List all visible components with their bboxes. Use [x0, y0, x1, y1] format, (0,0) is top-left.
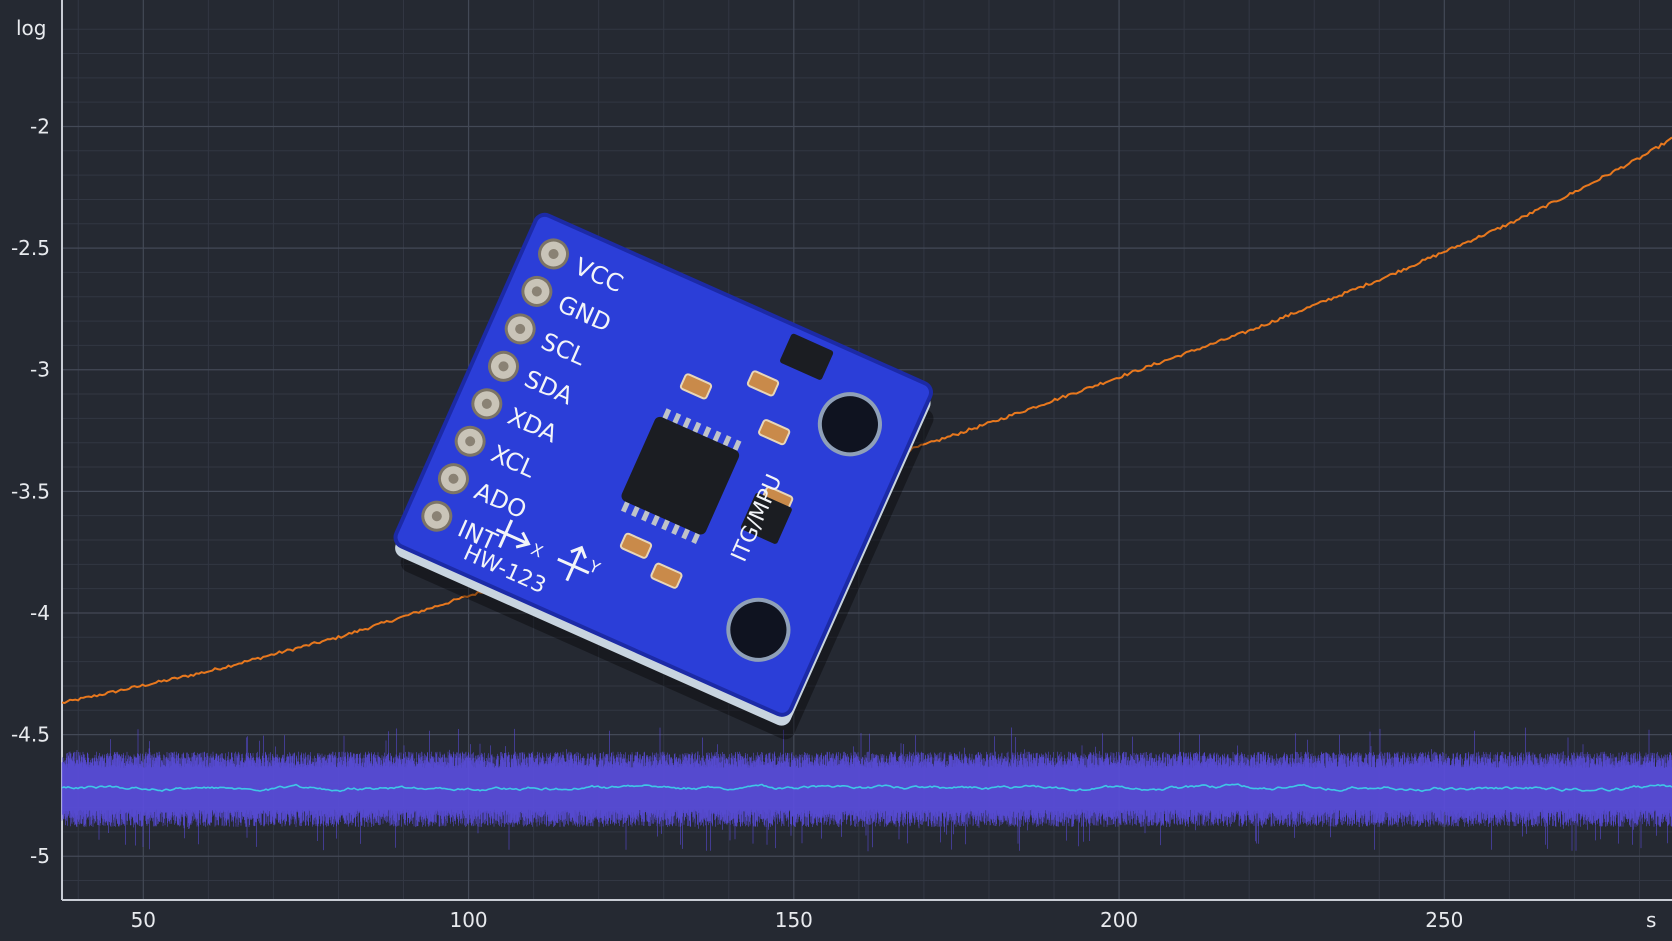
pin-hole: [531, 286, 542, 297]
axes: 50 100 150 200 250 -2 -2.5 -3 -3.5 -4 -4.5 -5 log s: [11, 0, 1672, 932]
smd-capacitor: [619, 532, 653, 559]
y-tick-label: -4: [30, 601, 50, 625]
y-tick-label: -4.5: [11, 723, 50, 747]
smd-capacitor: [758, 419, 791, 446]
chip-lead: [620, 501, 630, 513]
pin-hole: [448, 473, 459, 484]
chip-lead: [691, 532, 700, 544]
axis-arrow-icon: [495, 519, 531, 549]
chip-lead: [682, 417, 692, 429]
chip-lead: [702, 426, 712, 438]
chip-lead: [662, 408, 672, 420]
imu-chip: [621, 416, 740, 535]
x-tick-label: 200: [1100, 908, 1138, 932]
x-axis-label: s: [1646, 908, 1656, 932]
pin-hole: [431, 511, 442, 522]
x-tick-label: 50: [131, 908, 156, 932]
series-line-noise: [61, 783, 1672, 793]
x-tick-label: 100: [449, 908, 487, 932]
y-axis-label: log: [16, 16, 47, 40]
chip-lead: [732, 439, 742, 451]
y-tick-label: -3: [30, 358, 50, 382]
y-tick-label: -2: [30, 114, 50, 138]
chip-lead: [641, 510, 650, 522]
chip-lead: [631, 505, 640, 518]
y-tick-label: -5: [30, 844, 50, 868]
chip-lead: [671, 523, 680, 536]
chip-lead: [661, 519, 670, 531]
y-tick-label: -2.5: [11, 236, 50, 260]
chip-lead: [651, 514, 660, 527]
pin-hole: [515, 323, 526, 334]
pin-hole: [481, 398, 492, 409]
pin-hole: [498, 361, 509, 372]
pin-hole: [548, 248, 559, 259]
regulator-chip: [780, 333, 834, 380]
chip-lead: [712, 430, 722, 442]
pin-hole: [465, 436, 476, 447]
mounting-hole: [726, 597, 791, 662]
axis-arrow-icon: [557, 545, 590, 582]
chip-lead: [692, 421, 702, 433]
smd-capacitor: [746, 370, 780, 397]
x-tick-label: 150: [775, 908, 813, 932]
chip-lead: [681, 528, 690, 540]
x-tick-label: 250: [1425, 908, 1463, 932]
smd-capacitor: [679, 373, 713, 400]
chip-lead: [722, 435, 732, 447]
small-chip: [740, 492, 792, 544]
chip-lead: [672, 412, 682, 424]
smd-capacitor: [650, 562, 683, 589]
mounting-hole: [817, 392, 882, 457]
y-tick-label: -3.5: [11, 479, 50, 503]
